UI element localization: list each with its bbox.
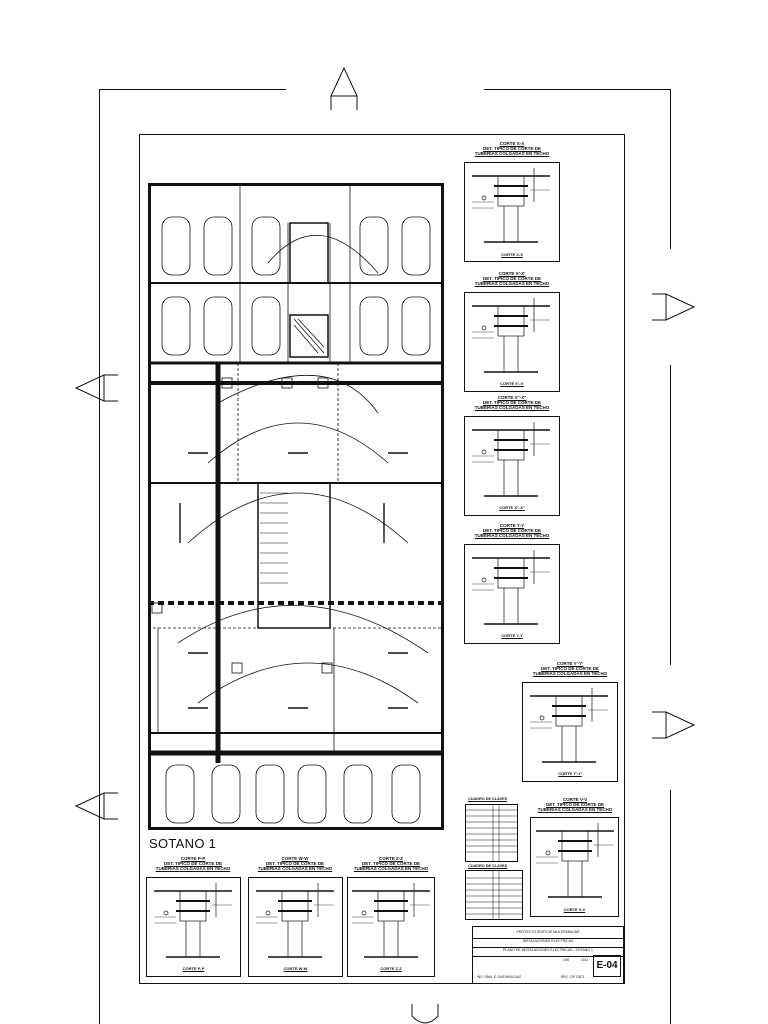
axis-marker-left-lower (74, 792, 105, 820)
car-icons-bottom (165, 764, 421, 824)
title-block-project: INSTALACIONES ELECTRICAS (473, 939, 623, 948)
detail-title-line1: CORTE P-P (180, 856, 206, 861)
detail-title-line2: DET. TIPICO DE CORTE DE (545, 802, 604, 807)
title-block-content: PLANO DE INSTALACIONES ELECTRICAS - SOTA… (473, 948, 623, 957)
detail-caption: CORTE V-V (563, 907, 586, 912)
detail-title-line1: CORTE W-W (281, 856, 309, 861)
car-icons-top (161, 216, 431, 356)
detail-title-line1: CORTE X'-X' (498, 271, 526, 276)
axis-marker-left-upper (74, 374, 105, 402)
detail-title-line3: TUBERIAS COLGADAS EN TECHO (474, 405, 550, 410)
axis-marker-top (330, 66, 358, 97)
detail-caption: CORTE X-X (501, 252, 523, 257)
detail-caption: CORTE X"-X" (499, 505, 525, 510)
detail-title-line3: TUBERIAS COLGADAS EN TECHO (474, 533, 550, 538)
title-block-engineer: ING. RAUL E. GUEVARA DIAZ (477, 975, 521, 979)
detail-caption: CORTE P-P (182, 966, 205, 971)
title-block: PROYECTO EDIFICIO MULTIFAMILIAR INSTALAC… (472, 926, 624, 984)
floor-plan (148, 183, 444, 830)
detail-title-line2: DET. TIPICO DE CORTE DE (361, 861, 420, 866)
detail-caption: CORTE X'-X' (500, 381, 524, 386)
detail-caption: CORTE Y'-Y' (558, 771, 582, 776)
detail-title-line1: CORTE Y-Y (499, 523, 525, 528)
detail-title-line3: TUBERIAS COLGADAS EN TECHO (155, 866, 231, 871)
legend-title: CUADRO DE CLAVES (468, 797, 508, 801)
detail-title-line1: CORTE Z-Z (379, 856, 403, 861)
detail-title-line2: DET. TIPICO DE CORTE DE (482, 400, 541, 405)
axis-marker-right-lower (665, 711, 696, 739)
axis-marker-right-upper (665, 293, 696, 321)
legend-grid (465, 804, 523, 920)
title-block-owner: PROYECTO EDIFICIO MULTIFAMILIAR (473, 930, 623, 939)
detail-title-line2: DET. TIPICO DE CORTE DE (482, 146, 541, 151)
detail-title-line3: TUBERIAS COLGADAS EN TECHO (353, 866, 429, 871)
floor-plan-drawing (148, 183, 444, 824)
detail-caption: CORTE W-W (283, 966, 308, 971)
detail-title-line3: TUBERIAS COLGADAS EN TECHO (257, 866, 333, 871)
axis-marker-bottom (411, 1004, 439, 1024)
level-title: SOTANO 1 (149, 836, 217, 851)
detail-title-line2: DET. TIPICO DE CORTE DE (540, 666, 599, 671)
detail-title-line2: DET. TIPICO DE CORTE DE (163, 861, 222, 866)
detail-title-line3: TUBERIAS COLGADAS EN TECHO (532, 671, 608, 676)
sheet-border (139, 134, 625, 984)
detail-title-line1: CORTE Y'-Y' (556, 661, 584, 666)
legend-title: CUADRO DE CLAVES (468, 864, 508, 868)
title-block-scale: 1/50 (563, 958, 570, 962)
detail-caption: CORTE Y-Y (501, 633, 523, 638)
detail-title-line1: CORTE X-X (499, 141, 525, 146)
detail-title-line3: TUBERIAS COLGADAS EN TECHO (474, 151, 550, 156)
detail-title-line1: CORTE X"-X" (497, 395, 527, 400)
title-block-date: 2013 (581, 958, 589, 962)
detail-title-line3: TUBERIAS COLGADAS EN TECHO (474, 281, 550, 286)
detail-title-line2: DET. TIPICO DE CORTE DE (482, 276, 541, 281)
detail-title-line3: TUBERIAS COLGADAS EN TECHO (537, 807, 613, 812)
title-block-reg: REG. CIP 12671 (561, 975, 585, 979)
detail-title-line2: DET. TIPICO DE CORTE DE (482, 528, 541, 533)
detail-title-line1: CORTE V-V (562, 797, 588, 802)
detail-title-line2: DET. TIPICO DE CORTE DE (265, 861, 324, 866)
detail-caption: CORTE Z-Z (380, 966, 402, 971)
sheet-code: E-04 (593, 955, 621, 977)
